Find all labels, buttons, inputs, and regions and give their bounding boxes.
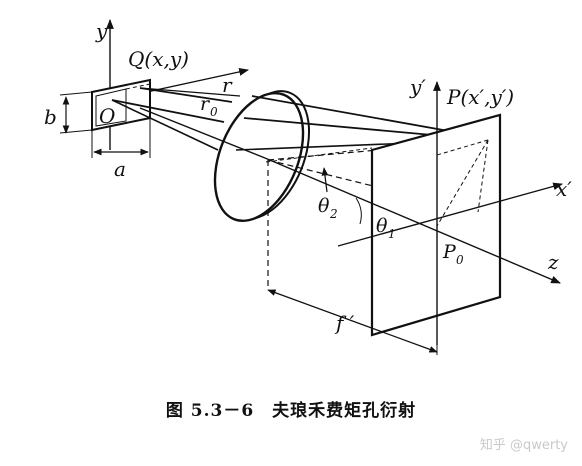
b-tick-bottom	[59, 129, 93, 134]
label-theta1: θ	[376, 215, 388, 237]
label-theta1-sub: 1	[388, 227, 396, 241]
screen-dash-P-to-P0	[436, 139, 489, 227]
label-P: P(x′,y′)	[446, 85, 514, 109]
b-tick-top	[59, 91, 93, 96]
optical-axis-z	[264, 157, 561, 284]
label-f-prime: f ′	[334, 311, 355, 335]
label-theta2-sub: 2	[329, 207, 338, 221]
figure-caption: 图 5.3－6 夫琅禾费矩孔衍射	[165, 401, 417, 421]
label-r0-sub: 0	[210, 105, 218, 119]
f-dimension-line	[267, 289, 438, 353]
rectangular-aperture	[95, 88, 127, 127]
screen-dash-P-horizontal	[436, 139, 489, 156]
watermark: 知乎 @qwerty	[479, 438, 568, 453]
label-O: O	[99, 104, 115, 128]
ray-upper	[139, 87, 241, 97]
label-a: a	[114, 157, 126, 181]
label-xprime: x′	[556, 177, 572, 201]
ray-lower	[111, 99, 219, 151]
label-r0: r	[200, 93, 211, 115]
theta1-arc	[355, 197, 362, 225]
label-y: y	[95, 19, 108, 43]
label-Q: Q(x,y)	[128, 47, 189, 71]
lens-to-screen-dash	[265, 147, 373, 163]
label-theta2: θ	[318, 195, 330, 217]
lens-front	[213, 91, 305, 223]
observation-screen	[370, 113, 502, 337]
screen-x-axis	[337, 182, 563, 247]
optical-axis-in	[139, 107, 266, 159]
fraunhofer-diagram: y b a O Q(x,y) r r 0 θ 2 θ 1 y′ P(x′,y′)…	[44, 19, 572, 355]
label-b: b	[44, 105, 57, 129]
label-z: z	[547, 250, 559, 274]
ray-r	[139, 87, 233, 103]
theta2-arrow	[321, 167, 329, 193]
label-r: r	[222, 73, 233, 97]
label-P0-sub: 0	[456, 253, 464, 267]
screen-dash-P-vertical	[477, 139, 489, 213]
label-yprime: y′	[409, 75, 426, 99]
ray-r0	[111, 99, 225, 123]
label-P0: P	[442, 241, 457, 263]
